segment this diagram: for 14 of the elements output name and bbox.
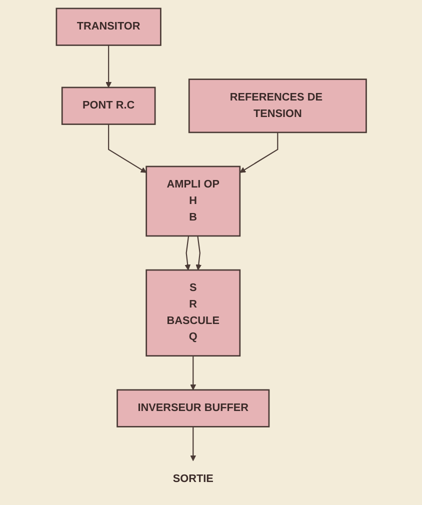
node-box: PONT R.C [61,86,156,124]
arrow [190,355,196,390]
arrow [108,124,146,172]
node-box: INVERSEUR BUFFER [116,388,270,427]
node-box: S R BASCULE Q [145,268,240,356]
node-box: AMPLI OP H B [145,165,240,236]
arrow [105,44,112,88]
node-box: REFERENCES DE TENSION [188,78,367,133]
node-text: SORTIE [172,472,214,484]
arrow [190,426,196,461]
arrow [195,235,202,270]
node-box: TRANSITOR [55,7,162,46]
arrow [184,235,190,270]
arrow [239,132,278,172]
